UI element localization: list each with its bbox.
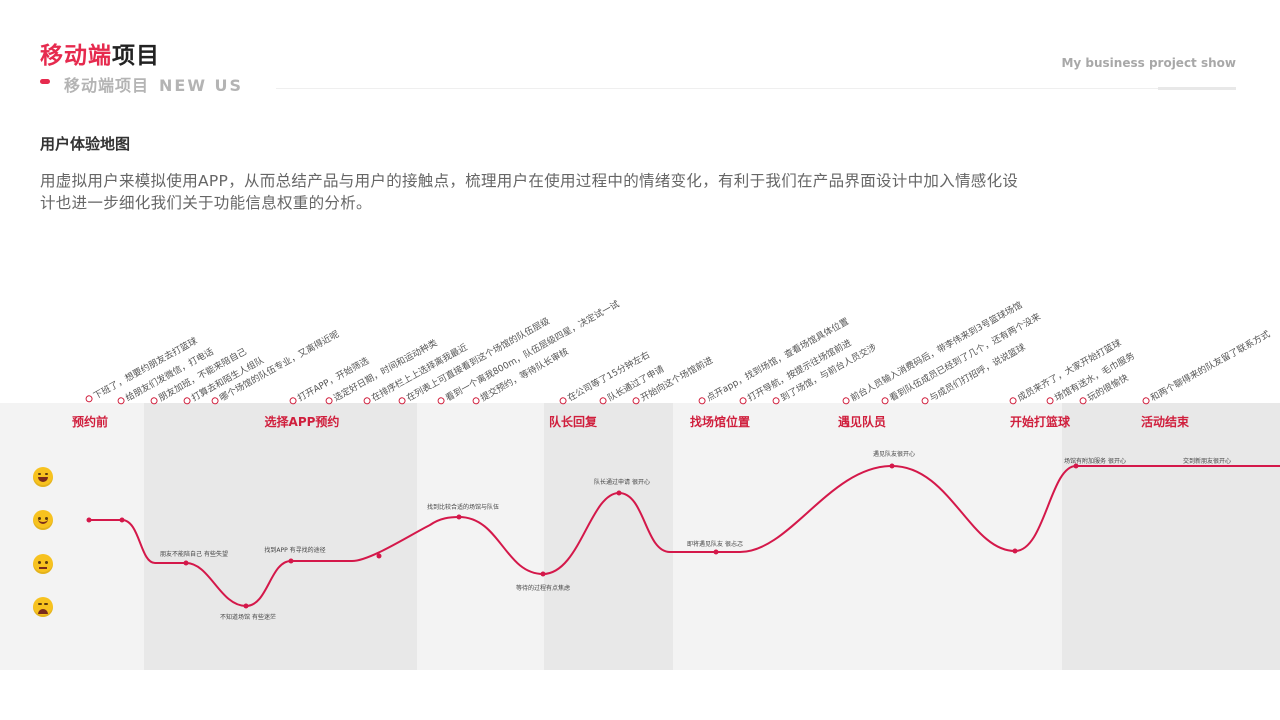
emotion-curve-line: [89, 464, 1280, 608]
header-divider-accent: [1158, 87, 1236, 90]
subtitle-en: NEW US: [159, 76, 244, 95]
smiling-icon: [33, 510, 53, 530]
eye: [38, 603, 42, 605]
curve-label-0: 朋友不能陪自己 有些失望: [160, 551, 228, 558]
mouth: [39, 567, 47, 569]
curve-point: [86, 517, 92, 523]
curve-point: [456, 514, 462, 520]
phase-label-4: 遇见队员: [837, 415, 887, 429]
section-description: 用虚拟用户来模拟使用APP，从而总结产品与用户的接触点，梳理用户在使用过程中的情…: [40, 172, 1019, 212]
curve-label-3: 找到比较合适的场馆与队伍: [426, 504, 500, 511]
sad-icon: [33, 597, 53, 617]
eye: [45, 473, 48, 475]
phase-band-4: [673, 403, 1062, 670]
subtitle-pill: [40, 79, 50, 84]
subtitle-cn: 移动端项目: [64, 76, 150, 95]
curve-point: [376, 553, 382, 559]
curve-point: [1073, 463, 1079, 469]
curve-point: [616, 490, 622, 496]
phase-band-5: [1062, 403, 1280, 670]
section-title: 用户体验地图: [40, 135, 131, 153]
page-title-accent: 移动端: [40, 43, 112, 69]
curve-point: [889, 463, 895, 469]
phase-label-2: 队长回复: [548, 415, 598, 429]
mouth: [38, 519, 48, 524]
curve-point: [540, 571, 546, 577]
curve-point: [119, 517, 125, 523]
curve-label-8: 场馆有附加服务 很开心: [1064, 458, 1126, 465]
phase-band-1: [144, 403, 417, 670]
phase-label-5: 开始打篮球: [1009, 415, 1071, 429]
phase-label-6: 活动结束: [1140, 415, 1190, 429]
curve-label-1: 不知道场馆 有些迷茫: [220, 614, 276, 621]
curve-label-7: 遇见队友很开心: [872, 451, 916, 458]
page-title-rest: 项目: [112, 43, 160, 69]
emotion-curve-points: [86, 463, 1079, 609]
mouth: [38, 609, 48, 614]
phase-band-2: [417, 403, 544, 670]
neutral-icon: [33, 554, 53, 574]
subtitle: 移动端项目 NEW US: [64, 72, 243, 96]
phase-label-3: 找场馆位置: [689, 415, 751, 429]
page-title: 移动端项目: [40, 36, 160, 70]
curve-point: [713, 549, 719, 555]
curve-point: [1012, 548, 1018, 554]
curve-label-2: 找到APP 有寻找的途径: [264, 547, 326, 554]
laughing-icon: [33, 467, 53, 487]
eye: [44, 603, 48, 605]
eye: [38, 561, 41, 564]
curve-label-5: 队长通过申请 很开心: [594, 479, 650, 486]
curve-label-9: 交到新朋友很开心: [1182, 458, 1232, 465]
curve-point: [288, 558, 294, 564]
mouth: [38, 477, 48, 482]
eye: [45, 561, 48, 564]
header-tagline: My business project show: [1061, 56, 1236, 70]
curve-point: [183, 560, 189, 566]
eye: [38, 473, 41, 475]
phase-label-0: 预约前: [71, 415, 109, 429]
header-divider: [276, 88, 1236, 89]
curve-point: [243, 603, 249, 609]
curve-label-6: 即将遇见队友 很忐忑: [687, 541, 743, 548]
curve-label-4: 等待的过程有点焦虑: [515, 585, 571, 592]
phase-label-1: 选择APP预约: [264, 415, 340, 429]
phase-band-0: [0, 403, 144, 670]
